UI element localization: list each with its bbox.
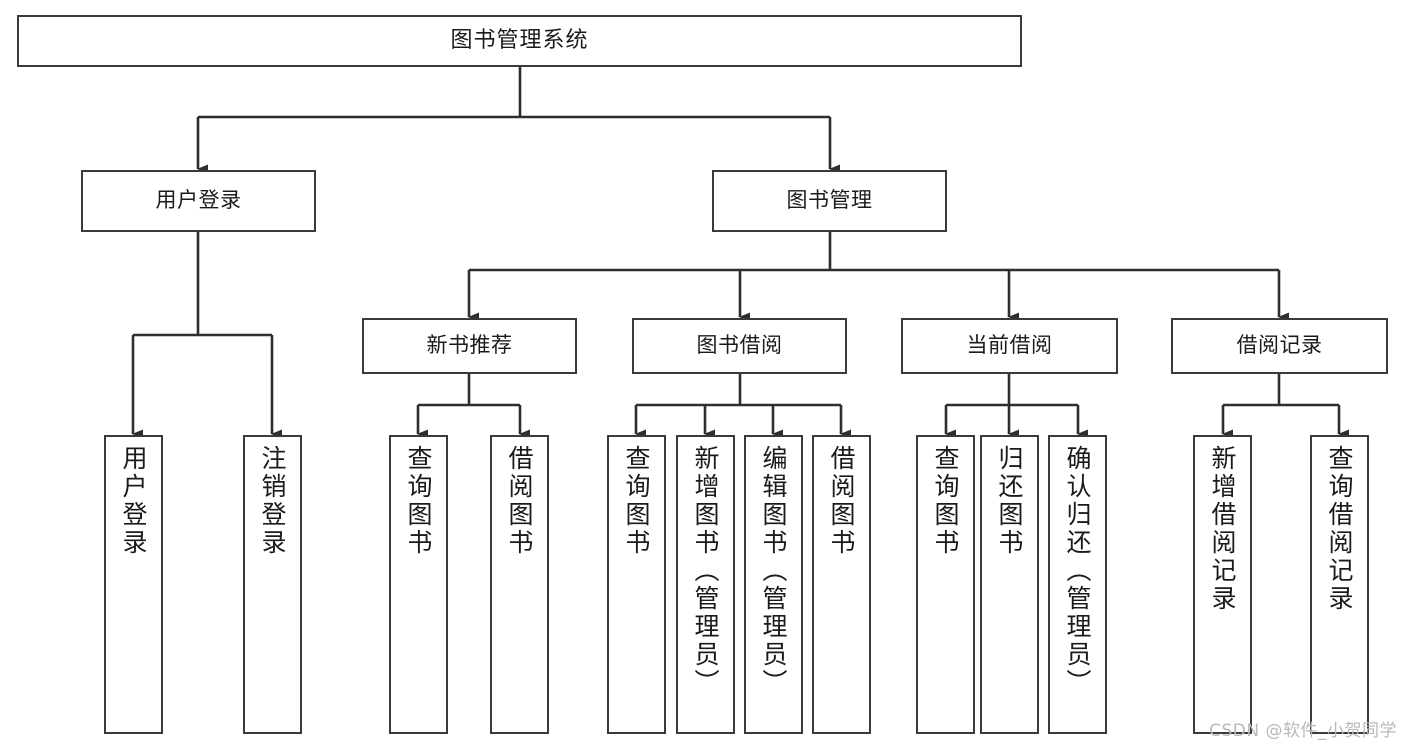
csdn-watermark: CSDN @软件_小贺同学	[1209, 721, 1397, 741]
node-label: 借阅记录	[1236, 333, 1323, 358]
node-label: 确认归还（管理员）	[1063, 445, 1092, 697]
node-label: 用户登录	[119, 445, 148, 557]
node-label: 注销登录	[258, 445, 287, 557]
leaf-add-book-admin[interactable]: 新增图书（管理员）	[676, 435, 735, 734]
leaf-logout-login[interactable]: 注销登录	[243, 435, 302, 734]
node-new-book-recommendation[interactable]: 新书推荐	[362, 318, 577, 374]
node-label: 查询图书	[622, 445, 651, 557]
leaf-user-login[interactable]: 用户登录	[104, 435, 163, 734]
leaf-return-book[interactable]: 归还图书	[980, 435, 1039, 734]
node-label: 借阅图书	[505, 445, 534, 557]
node-label: 编辑图书（管理员）	[759, 445, 788, 697]
leaf-confirm-return-admin[interactable]: 确认归还（管理员）	[1048, 435, 1107, 734]
node-label: 新增借阅记录	[1208, 445, 1237, 613]
node-root-library-system[interactable]: 图书管理系统	[17, 15, 1022, 67]
node-label: 借阅图书	[827, 445, 856, 557]
node-label: 用户登录	[155, 188, 242, 213]
node-label: 归还图书	[995, 445, 1024, 557]
node-current-borrowing[interactable]: 当前借阅	[901, 318, 1118, 374]
node-label: 查询图书	[931, 445, 960, 557]
node-user-login[interactable]: 用户登录	[81, 170, 316, 232]
node-label: 新书推荐	[426, 333, 513, 358]
leaf-borrow-book-recommend[interactable]: 借阅图书	[490, 435, 549, 734]
leaf-edit-book-admin[interactable]: 编辑图书（管理员）	[744, 435, 803, 734]
leaf-query-book-recommend[interactable]: 查询图书	[389, 435, 448, 734]
node-label: 图书管理系统	[450, 27, 589, 53]
leaf-query-borrow-record[interactable]: 查询借阅记录	[1310, 435, 1369, 734]
leaf-query-book-current[interactable]: 查询图书	[916, 435, 975, 734]
node-label: 图书借阅	[696, 333, 783, 358]
node-book-borrowing[interactable]: 图书借阅	[632, 318, 847, 374]
node-book-management[interactable]: 图书管理	[712, 170, 947, 232]
node-borrowing-record[interactable]: 借阅记录	[1171, 318, 1388, 374]
leaf-add-borrow-record[interactable]: 新增借阅记录	[1193, 435, 1252, 734]
node-label: 当前借阅	[966, 333, 1053, 358]
node-label: 查询借阅记录	[1325, 445, 1354, 613]
node-label: 新增图书（管理员）	[691, 445, 720, 697]
node-label: 图书管理	[786, 188, 873, 213]
leaf-query-book-borrow[interactable]: 查询图书	[607, 435, 666, 734]
node-label: 查询图书	[404, 445, 433, 557]
leaf-borrow-book[interactable]: 借阅图书	[812, 435, 871, 734]
